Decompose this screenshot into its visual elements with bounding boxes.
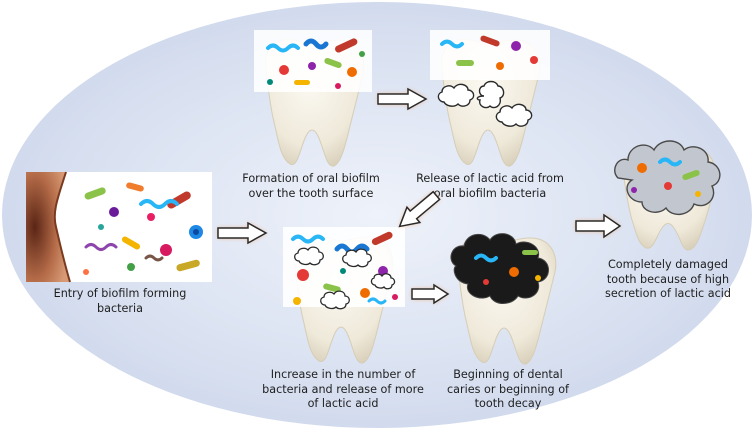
formation-illustration — [254, 30, 372, 170]
block-arrow-icon — [575, 213, 622, 239]
bacteria-icon — [83, 182, 203, 275]
mouth-shape — [26, 172, 70, 282]
bacteria-icon — [291, 231, 398, 305]
entry-illustration — [26, 171, 212, 283]
bacteria-icon — [631, 157, 701, 197]
arrow-release-to-increase — [391, 186, 445, 236]
arrow-increase-to-beginning — [410, 283, 450, 305]
caption-release: Release of lactic acid from oral biofilm… — [416, 172, 564, 200]
release-illustration — [430, 30, 550, 170]
caption-formation: Formation of oral biofilm over the tooth… — [242, 172, 380, 200]
block-arrow-icon — [377, 87, 428, 111]
caption-damaged: Completely damaged tooth because of high… — [605, 258, 731, 300]
decay-cloud — [614, 140, 721, 215]
caption-entry: Entry of biofilm forming bacteria — [53, 287, 187, 315]
increase-illustration — [283, 227, 405, 365]
caption-beginning: Beginning of dental caries or beginning … — [447, 368, 569, 410]
caption-increase: Increase in the number of bacteria and r… — [262, 368, 424, 410]
arrow-release-to-damaged — [574, 213, 622, 239]
cloud-outline-icon — [294, 246, 396, 310]
bacteria-icon — [474, 250, 541, 285]
bacteria-icon — [440, 35, 538, 70]
arrow-entry-to-increase — [216, 221, 268, 245]
beginning-illustration — [446, 228, 570, 366]
damaged-illustration — [612, 132, 724, 252]
block-arrow-icon — [217, 221, 268, 245]
cloud-outline-icon — [437, 80, 533, 127]
block-arrow-icon — [398, 190, 441, 228]
arrow-formation-to-release — [376, 87, 428, 111]
block-arrow-icon — [411, 283, 450, 305]
bacteria-icon — [266, 38, 365, 89]
